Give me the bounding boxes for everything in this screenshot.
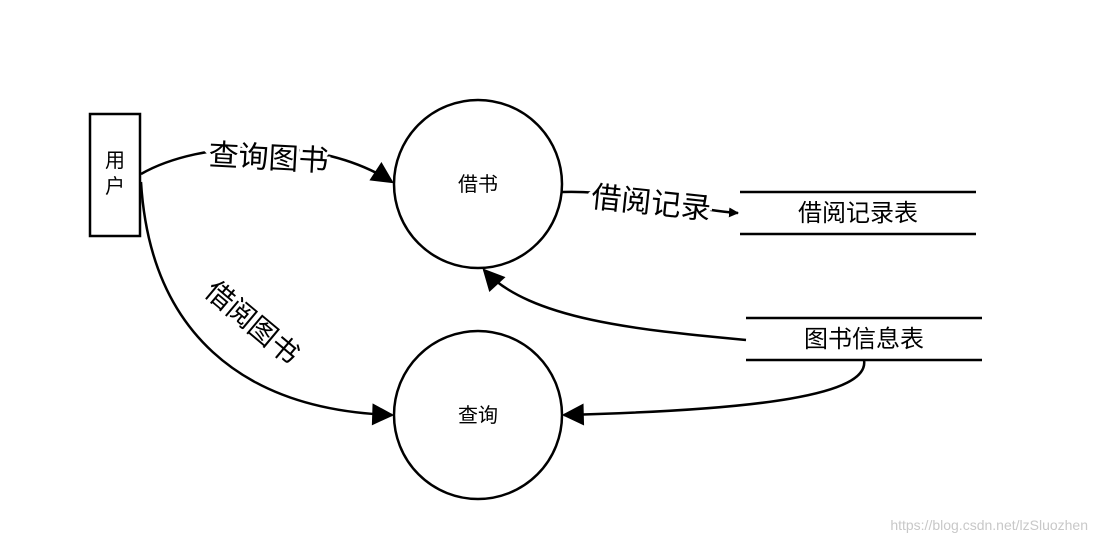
user-entity-label-line2: 户	[105, 174, 125, 198]
borrow-records-store: 借阅记录表	[740, 190, 976, 236]
flow-borrow-record-label: 借阅记录	[589, 180, 712, 227]
borrow-records-store-label: 借阅记录表	[798, 199, 918, 227]
user-entity-box	[88, 112, 142, 238]
flow-borrow-record: 借阅记录	[561, 177, 739, 230]
book-info-store: 图书信息表	[746, 316, 982, 362]
query-process: 查询	[392, 329, 564, 501]
flow-borrow-books-label: 借阅图书	[199, 274, 306, 371]
user-entity-label-line1: 用	[105, 148, 125, 172]
flow-query-books-label: 查询图书	[208, 138, 330, 179]
flow-query-books: 查询图书	[140, 135, 394, 184]
flow-bookinfo-to-borrow	[482, 268, 747, 342]
borrow-process: 借书	[392, 98, 564, 270]
flow-bookinfo-to-query-arrow	[561, 359, 866, 426]
query-process-label: 查询	[458, 403, 498, 427]
flow-query-books-arrow	[140, 146, 394, 184]
watermark-text: https://blog.csdn.net/lzSluozhen	[890, 517, 1088, 533]
flow-bookinfo-to-query	[561, 359, 866, 426]
book-info-store-label: 图书信息表	[804, 325, 924, 353]
borrow-process-label: 借书	[458, 172, 498, 196]
borrow-process-circle	[392, 98, 564, 270]
flow-borrow-books-arrow	[139, 181, 395, 426]
user-entity: 用 户	[88, 112, 142, 238]
flow-borrow-books: 借阅图书	[139, 181, 395, 426]
flow-bookinfo-to-borrow-arrow	[482, 268, 747, 342]
flow-borrow-record-arrow	[561, 190, 739, 218]
